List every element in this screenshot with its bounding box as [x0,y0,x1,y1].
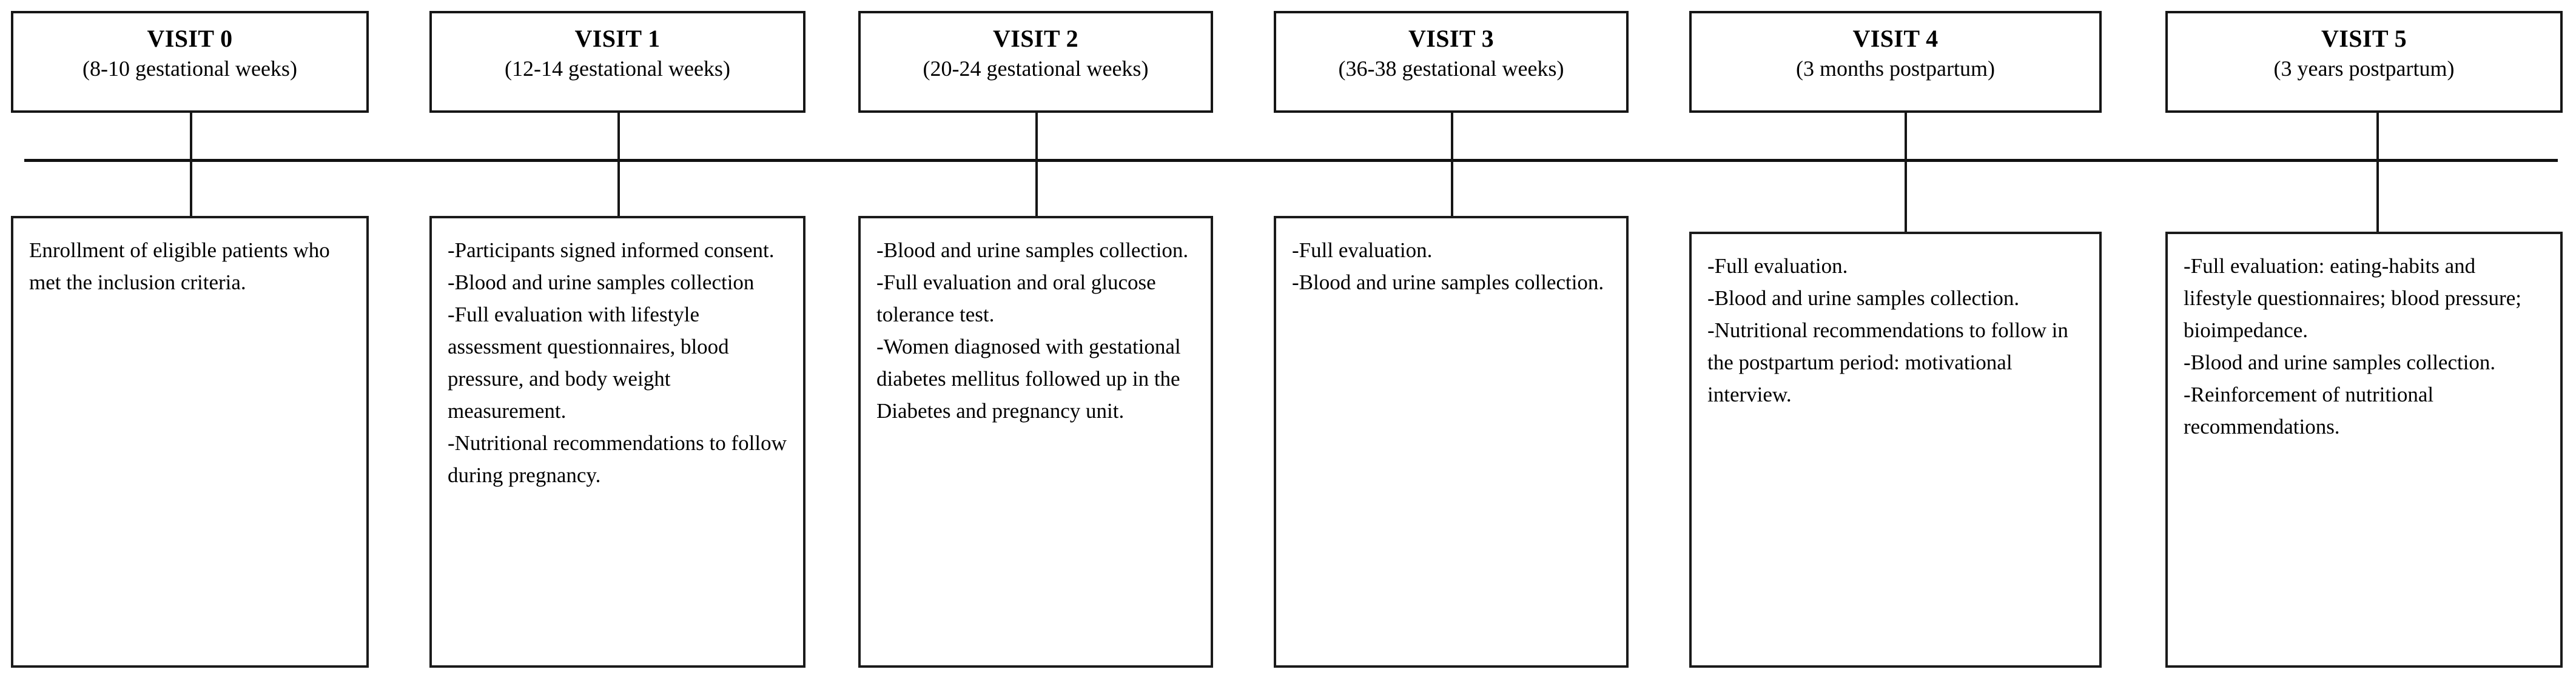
visit-detail-text-2: -Blood and urine samples collection. -Fu… [876,238,1189,423]
visit-title-0: VISIT 0 [147,25,233,52]
visit-detail-text-0: Enrollment of eligible patients who met … [29,238,330,294]
timeline-axis [24,159,2558,162]
visit-header-box-1[interactable]: VISIT 1 (12-14 gestational weeks) [429,11,805,113]
visit-connector-5 [2376,113,2379,232]
visit-connector-3 [1451,113,1453,216]
visit-detail-text-4: -Full evaluation. -Blood and urine sampl… [1707,254,2068,406]
visit-detail-text-1: -Participants signed informed consent. -… [448,238,787,487]
visit-subtitle-0: (8-10 gestational weeks) [82,56,297,81]
visit-title-5: VISIT 5 [2321,25,2407,52]
visit-detail-text-3: -Full evaluation. -Blood and urine sampl… [1292,238,1604,294]
visit-detail-box-1[interactable]: -Participants signed informed consent. -… [429,216,805,668]
visit-detail-box-0[interactable]: Enrollment of eligible patients who met … [11,216,369,668]
visit-connector-1 [617,113,620,216]
visit-title-4: VISIT 4 [1852,25,1939,52]
visit-connector-2 [1035,113,1038,216]
visit-header-box-3[interactable]: VISIT 3 (36-38 gestational weeks) [1274,11,1629,113]
visit-title-2: VISIT 2 [992,25,1079,52]
visit-header-box-4[interactable]: VISIT 4 (3 months postpartum) [1689,11,2102,113]
visit-subtitle-4: (3 months postpartum) [1796,56,1995,81]
visit-detail-box-2[interactable]: -Blood and urine samples collection. -Fu… [858,216,1213,668]
visit-header-box-0[interactable]: VISIT 0 (8-10 gestational weeks) [11,11,369,113]
visit-detail-box-4[interactable]: -Full evaluation. -Blood and urine sampl… [1689,232,2102,668]
visit-title-3: VISIT 3 [1408,25,1495,52]
visit-detail-text-5: -Full evaluation: eating-habits and life… [2184,254,2521,438]
visit-detail-box-5[interactable]: -Full evaluation: eating-habits and life… [2165,232,2563,668]
visit-connector-4 [1905,113,1907,232]
visit-subtitle-5: (3 years postpartum) [2273,56,2455,81]
visit-header-box-2[interactable]: VISIT 2 (20-24 gestational weeks) [858,11,1213,113]
visit-connector-0 [190,113,192,216]
visit-title-1: VISIT 1 [574,25,661,52]
visit-header-box-5[interactable]: VISIT 5 (3 years postpartum) [2165,11,2563,113]
visit-subtitle-3: (36-38 gestational weeks) [1338,56,1564,81]
visit-detail-box-3[interactable]: -Full evaluation. -Blood and urine sampl… [1274,216,1629,668]
visit-subtitle-1: (12-14 gestational weeks) [505,56,730,81]
visit-subtitle-2: (20-24 gestational weeks) [923,56,1149,81]
